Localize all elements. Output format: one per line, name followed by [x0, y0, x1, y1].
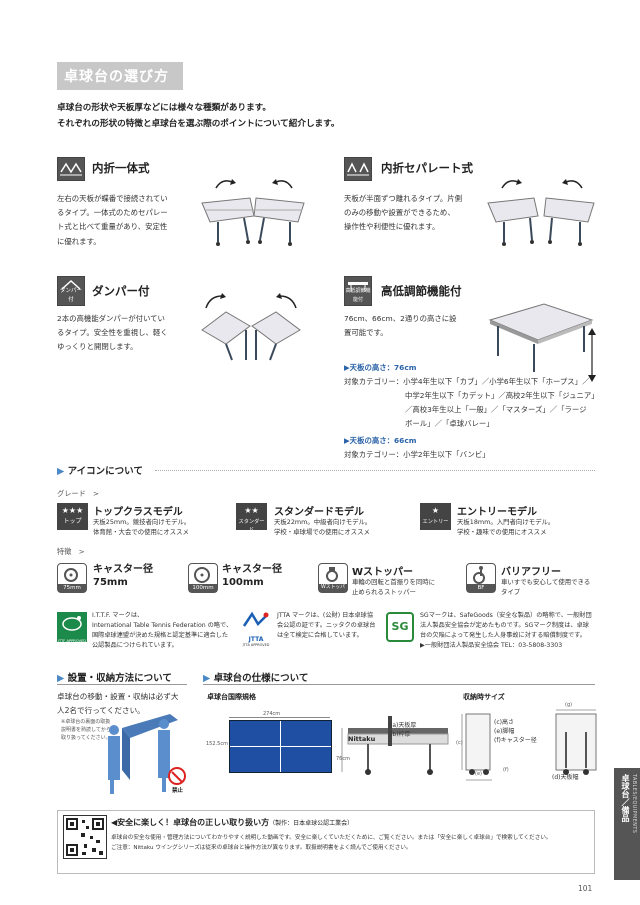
section-side-tab: 卓球台／備品 TABLES/EQUIPMENTS [614, 768, 640, 880]
install-illustration [108, 714, 178, 794]
feature-label: 特徴 > [57, 547, 85, 556]
storage-f-dim: (f) [503, 767, 509, 773]
spec-section-title: ▶ 卓球台の仕様について [203, 673, 309, 684]
type-desc-separate: 天板が半面ずつ離れるタイプ。片側のみの移動や設置ができるため、操作性や利便性に優… [344, 194, 463, 232]
intl-standard-label: 卓球台国際規格 [207, 693, 256, 701]
barrier-free-desc: 車いすでも安心して使用できるタイプ [501, 578, 591, 596]
height-spec-block: ▶天板の高さ：76cm 対象カテゴリー：小学4年生以下「カブ」／小学6年生以下「… [344, 363, 599, 459]
grade-standard-icon: ★★スタンダード [236, 503, 267, 533]
fold-table-icon [57, 157, 85, 181]
storage-illustration [461, 709, 597, 781]
page-number: 101 [578, 884, 593, 893]
ittf-desc: I.T.T.F. マークは、International Table Tennis… [92, 612, 233, 649]
barrier-free-icon: BF [466, 563, 496, 593]
page-title: 卓球台の選び方 [64, 69, 169, 85]
type-title-damper: ダンパー付 [92, 284, 150, 298]
type-desc-integrated: 左右の天板が蝶番で接続されているタイプ。一体式のためセパレート式と比べて重量があ… [57, 194, 168, 246]
spec-section-rule [203, 684, 595, 685]
grade-top-icon: ★★★トップ [57, 503, 88, 530]
prohibited-icon [168, 767, 186, 785]
integrated-table-illustration [201, 179, 305, 246]
safety-video-box [57, 810, 595, 874]
prohibited-label: 禁止 [172, 788, 184, 794]
caster-75-icon: 75mm [57, 563, 87, 593]
grade-standard-desc: 天板22mm。中級者向けモデル。学校・卓球場での使用にオススメ [274, 518, 372, 536]
install-desc: 卓球台の移動・設置・収納は必ず大人2名で行ってください。 [57, 692, 179, 716]
grade-entry-desc: 天板18mm。入門者向けモデル。学校・趣味での使用にオススメ [457, 518, 555, 536]
table-side-illustration [341, 716, 449, 775]
storage-d-label: (d)天板幅 [552, 774, 579, 781]
type-desc-height-adjust: 76cm、66cm、2通りの高さに設置可能です。 [344, 314, 457, 338]
sg-desc: SGマークは、SafeGoods（安全な製品）の略称で、一般財団法人製品安全協会… [420, 612, 592, 649]
storage-c-dim: (c) [456, 740, 463, 746]
w-stopper-title: Wストッパー [352, 567, 414, 578]
sg-logo: SG [386, 612, 414, 642]
separate-table-illustration [487, 179, 595, 246]
qr-code[interactable] [63, 815, 107, 859]
grade-standard-title: スタンダードモデル [274, 507, 364, 518]
damper-table-illustration [201, 293, 301, 361]
storage-e-dim: (e) [475, 771, 482, 777]
grade-top-desc: 天板25mm。競技者向けモデル。体育館・大会での使用にオススメ [93, 518, 191, 536]
w-stopper-desc: 車輪の回転と首振りを同時に止められるストッパー [352, 578, 436, 596]
brand-label: Nittaku [348, 735, 376, 743]
title-band [57, 62, 183, 90]
jtta-logo: JTTA JTTA APPROVED [238, 610, 274, 647]
storage-g-dim: (g) [565, 702, 573, 708]
install-note: ※卓球台の裏面の取扱説明書を熟読してから取り扱ってください。 [61, 719, 111, 741]
install-section-title: ▶ 設置・収納方法について [57, 673, 172, 684]
ittf-logo: ITTF APPROVED [57, 612, 87, 643]
table-top-view [229, 720, 332, 773]
type-title-separate: 内折セパレート式 [381, 161, 473, 175]
type-desc-damper: 2本の高機能ダンパーが付いているタイプ。安全性を重視し、軽くゆっくりと開閉します… [57, 314, 168, 352]
safety-video-text: 卓球台の安全な使用・管理方法についてわかりやすく説明した動画です。安全に楽しくて… [111, 835, 552, 851]
grade-label: グレード > [57, 489, 99, 498]
type-title-height-adjust: 高低調節機能付 [381, 284, 462, 298]
side-legend: (a)天板厚(b)枠厚 [390, 722, 417, 738]
table-depth: 152.5cm [206, 741, 228, 747]
jtta-desc: JTTA マークは、(公財) 日本卓球協会公認の証です。ニッタクの卓球台は全て検… [277, 612, 376, 639]
storage-size-label: 収納時サイズ [463, 693, 505, 701]
icons-section-rule [155, 470, 595, 471]
storage-legend: (c)高さ(e)脚幅(f)キャスター径 [494, 719, 537, 744]
width-dim-line [229, 717, 330, 718]
w-stopper-icon: Wストッパー [318, 563, 348, 598]
type-title-integrated: 内折一体式 [92, 161, 150, 175]
safety-video-title: ◀安全に楽しく！卓球台の正しい取り扱い方（製作：日本卓球公認工業会） [111, 818, 354, 827]
grade-entry-icon: ★エントリー [420, 503, 451, 530]
height-adjust-table-illustration [488, 303, 596, 382]
table-width: 274cm [263, 711, 281, 717]
caster-100-icon: 100mm [188, 563, 218, 593]
table-height: 76cm [336, 756, 350, 762]
icons-section-title: ▶ アイコンについて [57, 466, 143, 477]
install-section-rule [57, 684, 187, 685]
height-adjust-icon: 高低調節機能付 [344, 276, 372, 306]
barrier-free-title: バリアフリー [501, 567, 561, 578]
separate-table-icon [344, 157, 372, 181]
grade-top-title: トップクラスモデル [93, 507, 183, 518]
damper-icon: ダンパー付 [57, 276, 85, 306]
intro: 卓球台の形状や天板厚などには様々な種類があります。 それぞれの形状の特徴と卓球台… [57, 103, 340, 129]
grade-entry-title: エントリーモデル [457, 507, 537, 518]
